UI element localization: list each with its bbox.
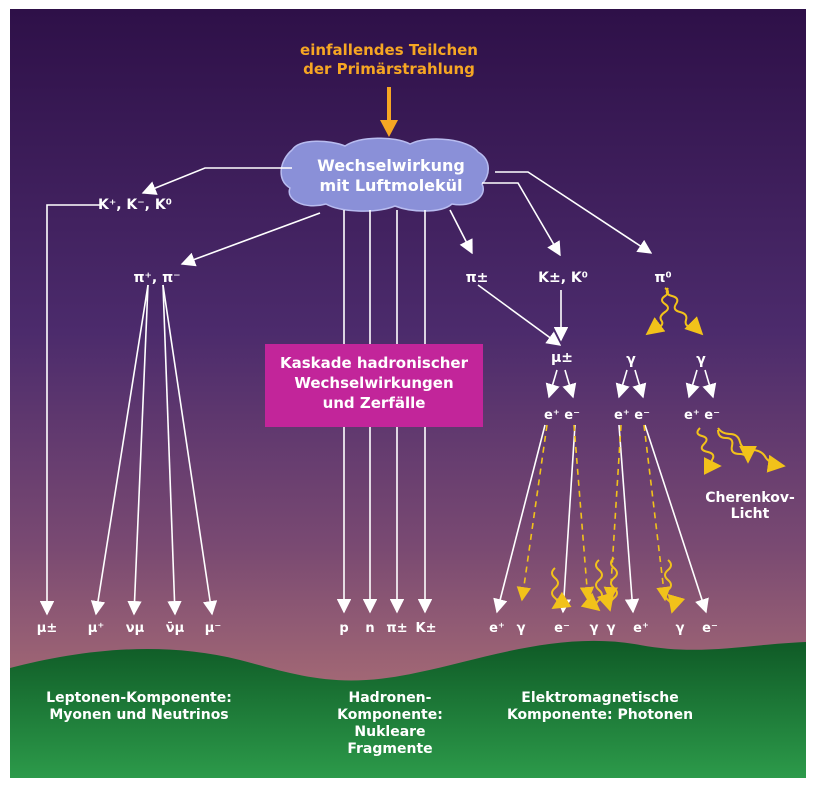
interaction-cloud [280,137,489,212]
sky-background [10,9,806,729]
dashed-photon-lines [516,424,671,602]
wavy-photon-arrows [551,287,786,614]
ground-hills [10,640,806,778]
primary-arrow [380,87,398,137]
